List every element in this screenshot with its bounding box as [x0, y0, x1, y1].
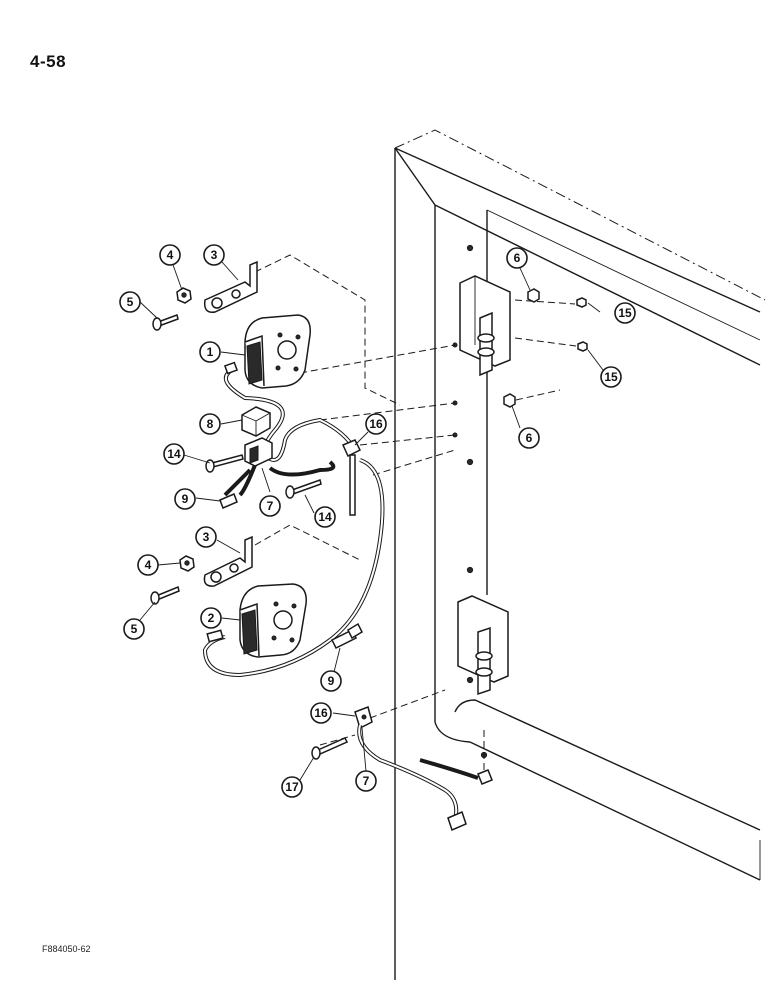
callout-3-upper: 3 — [203, 244, 225, 266]
callout-5-upper: 5 — [119, 291, 141, 313]
svg-text:4: 4 — [145, 558, 152, 572]
lower-clamp — [354, 706, 373, 730]
page-number: 4-58 — [30, 52, 67, 71]
callout-9-lower: 9 — [320, 670, 342, 692]
svg-text:9: 9 — [182, 492, 189, 506]
upper-bolt — [152, 314, 179, 331]
callout-8: 8 — [199, 413, 221, 435]
lower-bolt — [150, 585, 180, 605]
lower-clip — [330, 622, 363, 650]
middle-screw — [285, 479, 322, 499]
bottom-screw — [311, 737, 349, 760]
svg-text:17: 17 — [285, 780, 299, 794]
lower-bracket — [203, 535, 253, 587]
callout-15-upper: 15 — [614, 302, 636, 324]
callout-7-upper: 7 — [259, 495, 281, 517]
svg-text:15: 15 — [618, 306, 632, 320]
callout-14-right: 14 — [314, 506, 336, 528]
lower-nut — [179, 555, 195, 572]
svg-text:8: 8 — [207, 417, 214, 431]
callout-16-upper: 16 — [365, 413, 387, 435]
figure-code: F884050-62 — [42, 944, 91, 954]
svg-text:16: 16 — [314, 706, 328, 720]
svg-text:16: 16 — [369, 417, 383, 431]
svg-text:2: 2 — [208, 611, 215, 625]
relay — [241, 406, 271, 437]
svg-text:15: 15 — [604, 370, 618, 384]
svg-text:1: 1 — [207, 345, 214, 359]
upper-clip — [219, 493, 238, 509]
upper-hinge — [459, 275, 511, 377]
leader-lines — [139, 261, 604, 781]
svg-text:9: 9 — [328, 674, 335, 688]
callout-4-lower: 4 — [137, 554, 159, 576]
callout-7-lower: 7 — [355, 770, 377, 792]
svg-text:7: 7 — [267, 499, 274, 513]
bottom-harness — [357, 724, 493, 832]
upper-nut — [176, 287, 192, 304]
callout-16-lower: 16 — [310, 702, 332, 724]
svg-text:3: 3 — [203, 530, 210, 544]
callout-2: 2 — [200, 607, 222, 629]
connector-block — [244, 437, 273, 467]
upper-screw — [205, 454, 244, 473]
callout-6-upper: 6 — [506, 247, 528, 269]
hinge-nuts — [503, 288, 588, 408]
upper-lamp — [244, 314, 311, 389]
callout-3-lower: 3 — [195, 526, 217, 548]
lower-hinge — [457, 595, 509, 696]
lower-lamp — [239, 583, 307, 658]
callout-17: 17 — [281, 776, 303, 798]
svg-text:7: 7 — [363, 774, 370, 788]
upper-bracket — [203, 260, 258, 313]
svg-text:14: 14 — [167, 447, 181, 461]
callout-4-upper: 4 — [159, 244, 181, 266]
svg-text:4: 4 — [167, 248, 174, 262]
svg-text:14: 14 — [318, 510, 332, 524]
callout-6-lower: 6 — [518, 427, 540, 449]
callout-1: 1 — [199, 341, 221, 363]
svg-text:6: 6 — [514, 251, 521, 265]
svg-text:3: 3 — [211, 248, 218, 262]
svg-text:6: 6 — [526, 431, 533, 445]
upper-clamp — [341, 439, 362, 516]
assembly-lines — [254, 254, 577, 775]
long-harness — [202, 458, 385, 678]
callout-9-upper: 9 — [174, 488, 196, 510]
callout-15-lower: 15 — [600, 366, 622, 388]
door-panel — [394, 129, 766, 980]
callout-5-lower: 5 — [123, 618, 145, 640]
callout-14-left: 14 — [163, 443, 185, 465]
svg-text:5: 5 — [127, 295, 134, 309]
svg-text:5: 5 — [131, 622, 138, 636]
